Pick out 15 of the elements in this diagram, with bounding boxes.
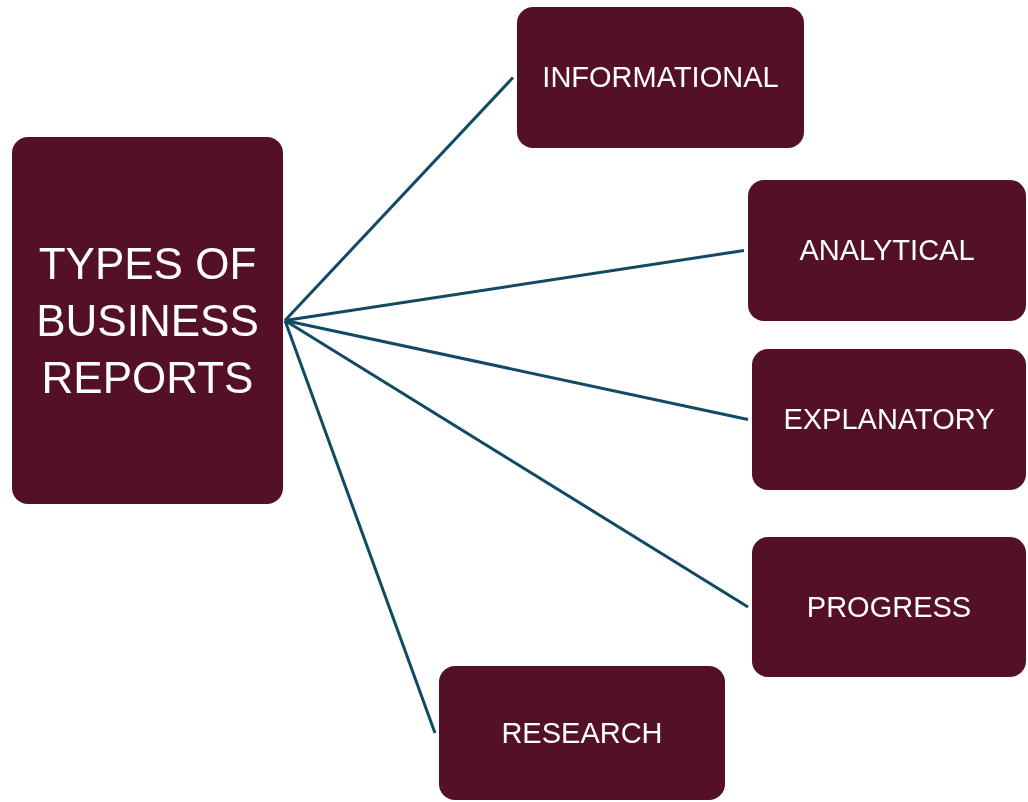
connector-line bbox=[283, 76, 515, 322]
category-box bbox=[752, 537, 1026, 677]
category-label: EXPLANATORY bbox=[783, 402, 995, 438]
category-box bbox=[748, 180, 1026, 321]
title-text: TYPES OF BUSINESS REPORTS bbox=[35, 237, 260, 405]
category-box bbox=[517, 7, 804, 148]
category-box bbox=[439, 666, 725, 800]
category-label: RESEARCH bbox=[501, 715, 663, 751]
category-box bbox=[12, 137, 283, 504]
category-label: INFORMATIONAL bbox=[542, 60, 779, 96]
connector-line bbox=[284, 319, 749, 609]
category-label: PROGRESS bbox=[806, 589, 972, 625]
category-label: ANALYTICAL bbox=[799, 233, 975, 269]
connector-line bbox=[283, 320, 437, 734]
category-box bbox=[752, 349, 1026, 490]
